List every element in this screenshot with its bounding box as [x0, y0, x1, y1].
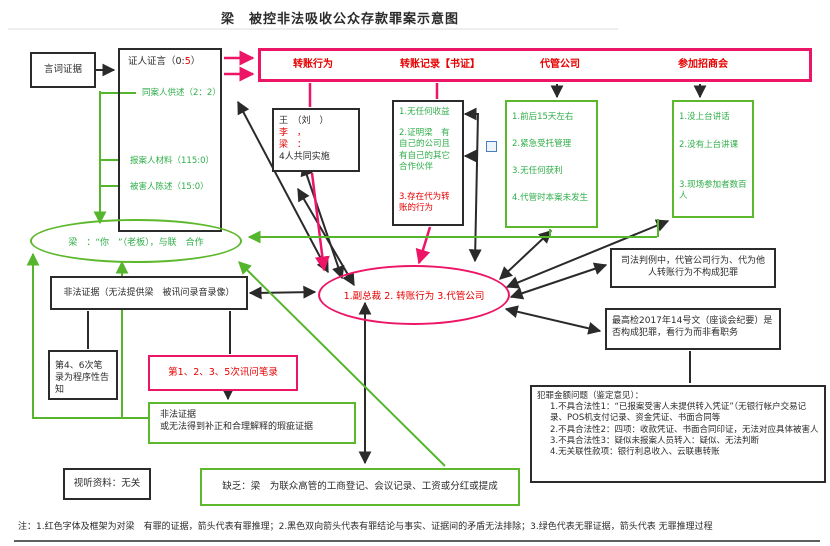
checkbox-marker	[486, 141, 497, 152]
record-item-2: 2.证明梁 有自己的公司且有自己的其它合作伙伴	[399, 128, 451, 173]
accusation-transfer-record: 转账记录【书证】	[400, 59, 480, 70]
amount-item-2: 2.不具合法性2：四项：收款凭证、书面合同印证，无法对应具体被害人	[550, 424, 819, 435]
accusation-custody-company: 代管公司	[540, 59, 580, 70]
sfa-document-box: 最高检2017年14号文（座谈会纪要）是否构成犯罪，看行为而非看职务	[605, 308, 781, 350]
custody-item-3: 3.无任何获利	[512, 166, 563, 176]
crime-amount-box: 犯罪金额问题（鉴定意见）： 1.不具合法性1：“已报案受害人未提供转入凭证”（无…	[530, 385, 826, 483]
legend-note: 注：1.红色字体及框架为对梁 有罪的证据，箭头代表有罪推理；2.黑色双向箭头代表…	[18, 522, 713, 532]
fair-item-1: 1.没上台讲话	[679, 112, 730, 122]
custody-item-1: 1.前后15天左右	[512, 112, 574, 122]
custody-defense-box: 1.前后15天左右 2.紧急受托管理 3.无任何获利 4.代管时本案未发生	[505, 100, 598, 228]
person-wang: 王 （刘 ）	[279, 116, 329, 126]
co-defendant-statement-item: 同案人供述（2：2）	[142, 88, 221, 98]
victim-statement-item: 被害人陈述（15:0）	[130, 182, 209, 192]
accusation-summary-ellipse: 1.副总裁 2. 转账行为 3.代管公司	[318, 265, 510, 325]
fair-item-2: 2.没有上台讲课	[679, 140, 739, 150]
crime-amount-title: 犯罪金额问题（鉴定意见）：	[537, 391, 644, 401]
person-liang: 梁 ：	[279, 140, 307, 151]
accusation-transfer-behavior: 转账行为	[293, 59, 333, 70]
judicial-precedent-box: 司法判例中，代管公司行为、代为他人转账行为不构成犯罪	[610, 248, 776, 288]
audio-visual-box: 视听资料：无关	[63, 468, 151, 500]
page-title: 梁 被控非法吸收公众存款罪案示意图	[220, 12, 459, 27]
transfer-record-analysis-box: 1.无任何收益 2.证明梁 有自己的公司且有自己的其它合作伙伴 3.存在代为转账…	[392, 100, 464, 226]
witness-testimony-title: 证人证言（0:5）	[128, 56, 201, 67]
black-arrows	[87, 63, 707, 465]
illegal-evidence-box: 非法证据（无法提供梁 被讯问录音录像）	[50, 276, 248, 310]
lacking-evidence-box: 缺乏：梁 为联众高管的工商登记、会议记录、工资或分红或提成	[200, 468, 520, 506]
fair-item-3: 3.现场参加者数百人	[679, 180, 747, 202]
interrogation-records-box: 第1、2、3、5次讯问笔录	[148, 355, 298, 391]
amount-item-4: 4.无关联性款项：银行利息收入、云联惠转账	[550, 447, 720, 458]
reporter-material-item: 报案人材料（115:0）	[130, 156, 215, 166]
record-item-3: 3.存在代为转账的行为	[399, 192, 450, 214]
verbal-evidence-label: 言词证据	[43, 63, 82, 75]
procedural-records-box: 第4、6次笔录为程序性告知	[48, 350, 118, 400]
amount-item-3: 3.不具合法性3：疑似未报案人员转入：疑似、无法判断	[550, 435, 760, 446]
amount-item-1: 1.不具合法性1：“已报案受害人未提供转入凭证”（无银行帐户交易记录、POS机支…	[550, 402, 807, 424]
green-arrows	[26, 91, 659, 467]
verbal-evidence-box: 言词证据	[30, 52, 96, 88]
identity-conclusion-ellipse: 梁 ：“你 ”（老板），与联 合作	[30, 219, 242, 263]
joint-action-label: 4人共同实施	[279, 152, 330, 163]
accusation-investment-fair: 参加招商会	[678, 59, 728, 70]
fair-defense-box: 1.没上台讲话 2.没有上台讲课 3.现场参加者数百人	[672, 100, 754, 218]
accusation-bar: 转账行为 转账记录【书证】 代管公司 参加招商会	[258, 48, 812, 82]
custody-item-4: 4.代管时本案未发生	[512, 193, 589, 203]
record-item-1: 1.无任何收益	[399, 107, 450, 117]
pink-arrows	[224, 50, 439, 272]
person-li: 李 ，	[279, 128, 307, 139]
four-people-box: 王 （刘 ） 李 ， 梁 ： 4人共同实施	[272, 108, 360, 172]
custody-item-2: 2.紧急受托管理	[512, 139, 572, 149]
flawed-evidence-box: 非法证据 或无法得到补正和合理解释的瑕疵证据	[148, 402, 356, 444]
witness-testimony-box: 证人证言（0:5） 同案人供述（2：2） 报案人材料（115:0） 被害人陈述（…	[118, 48, 222, 232]
